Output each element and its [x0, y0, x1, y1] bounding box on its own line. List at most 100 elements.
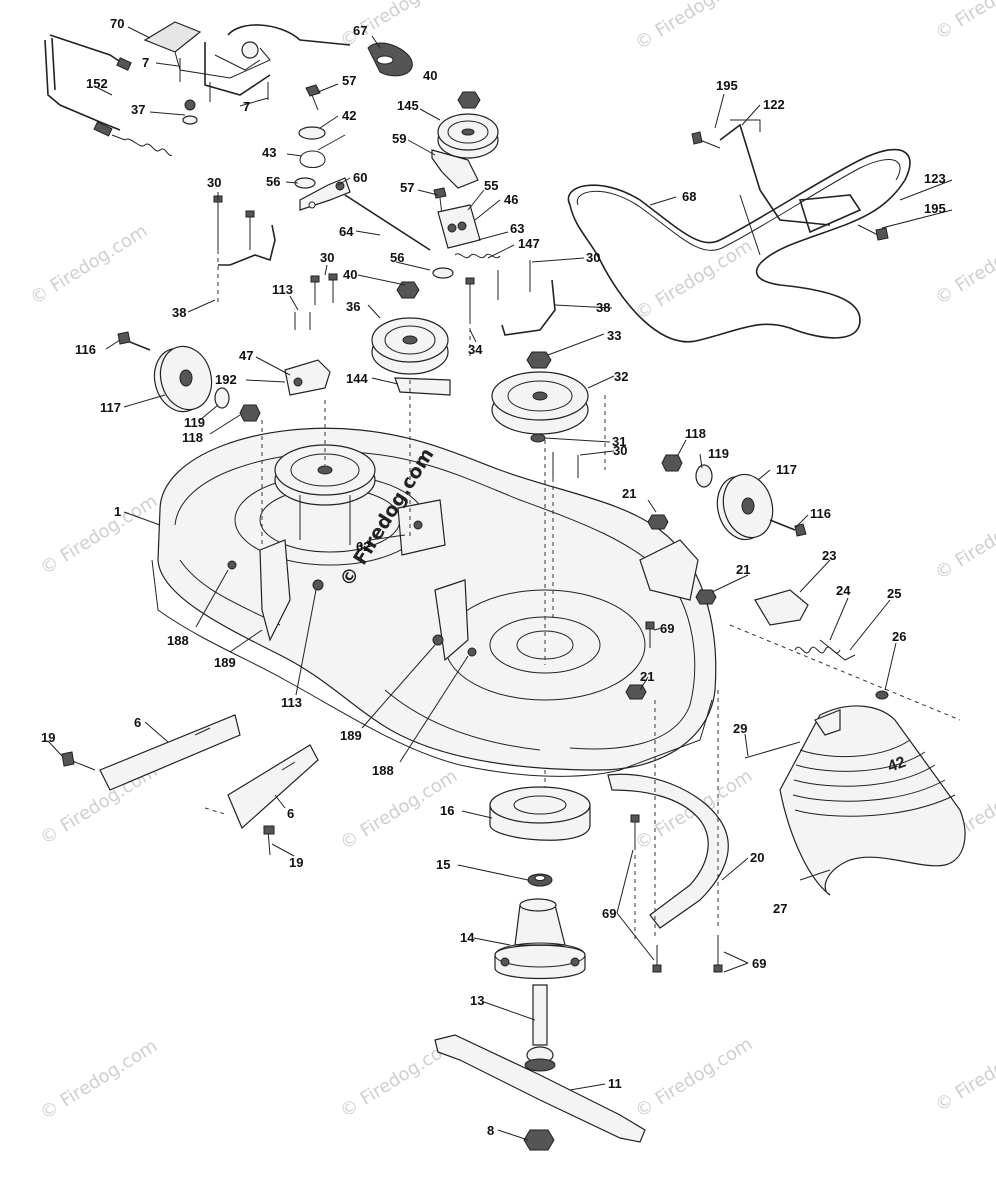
baffle-6-lower — [227, 744, 319, 830]
part-label-70: 70 — [110, 16, 124, 31]
watermark: © Firedog.com — [27, 220, 152, 309]
part-label-27: 27 — [773, 901, 787, 916]
part-label-40: 40 — [423, 68, 437, 83]
watermark: © Firedog.com — [932, 220, 996, 309]
watermark: © Firedog.com — [932, 495, 996, 584]
bolt-188 — [467, 647, 477, 657]
bolt-113 — [312, 579, 324, 591]
part-label-113: 113 — [281, 695, 302, 710]
part-label-37: 37 — [131, 102, 145, 117]
deck-cover-marking: 42 — [886, 754, 909, 776]
baffle-6-left — [99, 714, 241, 791]
nut-21 — [647, 514, 669, 530]
spring-43 — [299, 134, 346, 168]
nut-33 — [526, 351, 552, 369]
part-label-40: 40 — [343, 267, 357, 282]
spacer-189 — [432, 634, 444, 646]
bolt-195-head — [875, 227, 889, 241]
part-label-38: 38 — [596, 300, 610, 315]
bolt-69-head — [645, 621, 655, 630]
bolt-195 — [699, 139, 721, 149]
part-label-33: 33 — [607, 328, 621, 343]
part-label-6: 6 — [287, 806, 294, 821]
watermark: © Firedog.com — [37, 490, 162, 579]
part-label-36: 36 — [346, 299, 360, 314]
part-label-21: 21 — [736, 562, 750, 577]
part-label-26: 26 — [892, 629, 906, 644]
rod-25 — [819, 639, 856, 661]
part-label-119: 119 — [184, 415, 205, 430]
deck-bracket-right — [639, 539, 699, 601]
belt-68 — [567, 148, 911, 343]
nut-40 — [457, 91, 481, 109]
part-label-21: 21 — [640, 669, 654, 684]
bracket-23 — [754, 589, 809, 626]
part-label-46: 46 — [504, 192, 518, 207]
rod-64 — [344, 194, 431, 251]
part-label-123: 123 — [924, 171, 946, 186]
part-label-62: 62 — [356, 539, 370, 554]
part-label-56: 56 — [266, 174, 280, 189]
bracket-59 — [431, 149, 479, 189]
bolt-69-head — [713, 964, 723, 973]
pulley-36 — [371, 317, 449, 375]
wheel-assembly-left — [117, 331, 261, 422]
part-label-1: 1 — [114, 504, 121, 519]
lift-rod-152 — [44, 34, 173, 156]
part-label-63: 63 — [510, 221, 524, 236]
part-label-195: 195 — [924, 201, 946, 216]
part-label-118: 118 — [182, 430, 203, 445]
leader-lines — [47, 26, 953, 1141]
part-label-69: 69 — [602, 906, 616, 921]
nut-37 — [184, 99, 196, 111]
part-label-67: 67 — [353, 23, 367, 38]
part-number-labels: 70 67 7 7 57 40 152 37 42 145 195 122 43… — [41, 16, 946, 1138]
part-label-57: 57 — [342, 73, 356, 88]
part-label-64: 64 — [339, 224, 354, 239]
watermark: © Firedog.com — [632, 235, 757, 324]
part-label-56: 56 — [390, 250, 404, 265]
watermark: © Firedog.com — [632, 1033, 757, 1122]
part-label-152: 152 — [86, 76, 108, 91]
part-label-25: 25 — [887, 586, 901, 601]
washer-37 — [182, 115, 198, 125]
part-label-23: 23 — [822, 548, 836, 563]
idler-arm-60 — [299, 177, 351, 211]
part-label-192: 192 — [215, 372, 237, 387]
part-label-13: 13 — [470, 993, 484, 1008]
part-label-57: 57 — [400, 180, 414, 195]
wheel-assembly-right — [661, 454, 807, 541]
bolts-30-mid — [310, 273, 338, 305]
watermark: © Firedog.com — [37, 1035, 162, 1124]
part-label-195: 195 — [716, 78, 738, 93]
bracket-assembly-55 — [437, 204, 501, 259]
part-label-117: 117 — [776, 462, 797, 477]
bearing-15-center — [534, 875, 546, 881]
part-label-30: 30 — [613, 443, 627, 458]
part-label-34: 34 — [468, 342, 483, 357]
bracket-144 — [394, 377, 451, 396]
bolt-34-head — [465, 277, 475, 285]
part-label-116: 116 — [810, 506, 831, 521]
nut-26 — [875, 690, 889, 700]
part-label-8: 8 — [487, 1123, 494, 1138]
part-label-11: 11 — [608, 1076, 622, 1091]
part-label-19: 19 — [289, 855, 303, 870]
hanger-bracket-189 — [259, 539, 291, 642]
bracket-38 — [218, 224, 276, 266]
spindle-housing-14 — [494, 898, 586, 980]
part-label-189: 189 — [214, 655, 236, 670]
nut-40 — [396, 281, 420, 299]
housing-16 — [489, 786, 591, 841]
part-label-21: 21 — [622, 486, 636, 501]
part-label-24: 24 — [836, 583, 851, 598]
part-label-7: 7 — [142, 55, 149, 70]
part-label-30: 30 — [320, 250, 334, 265]
part-label-30: 30 — [586, 250, 600, 265]
part-label-29: 29 — [733, 721, 747, 736]
bolt-19-head — [61, 751, 75, 767]
deck-pulley-left — [274, 444, 376, 545]
part-label-38: 38 — [172, 305, 186, 320]
part-label-30: 30 — [207, 175, 221, 190]
